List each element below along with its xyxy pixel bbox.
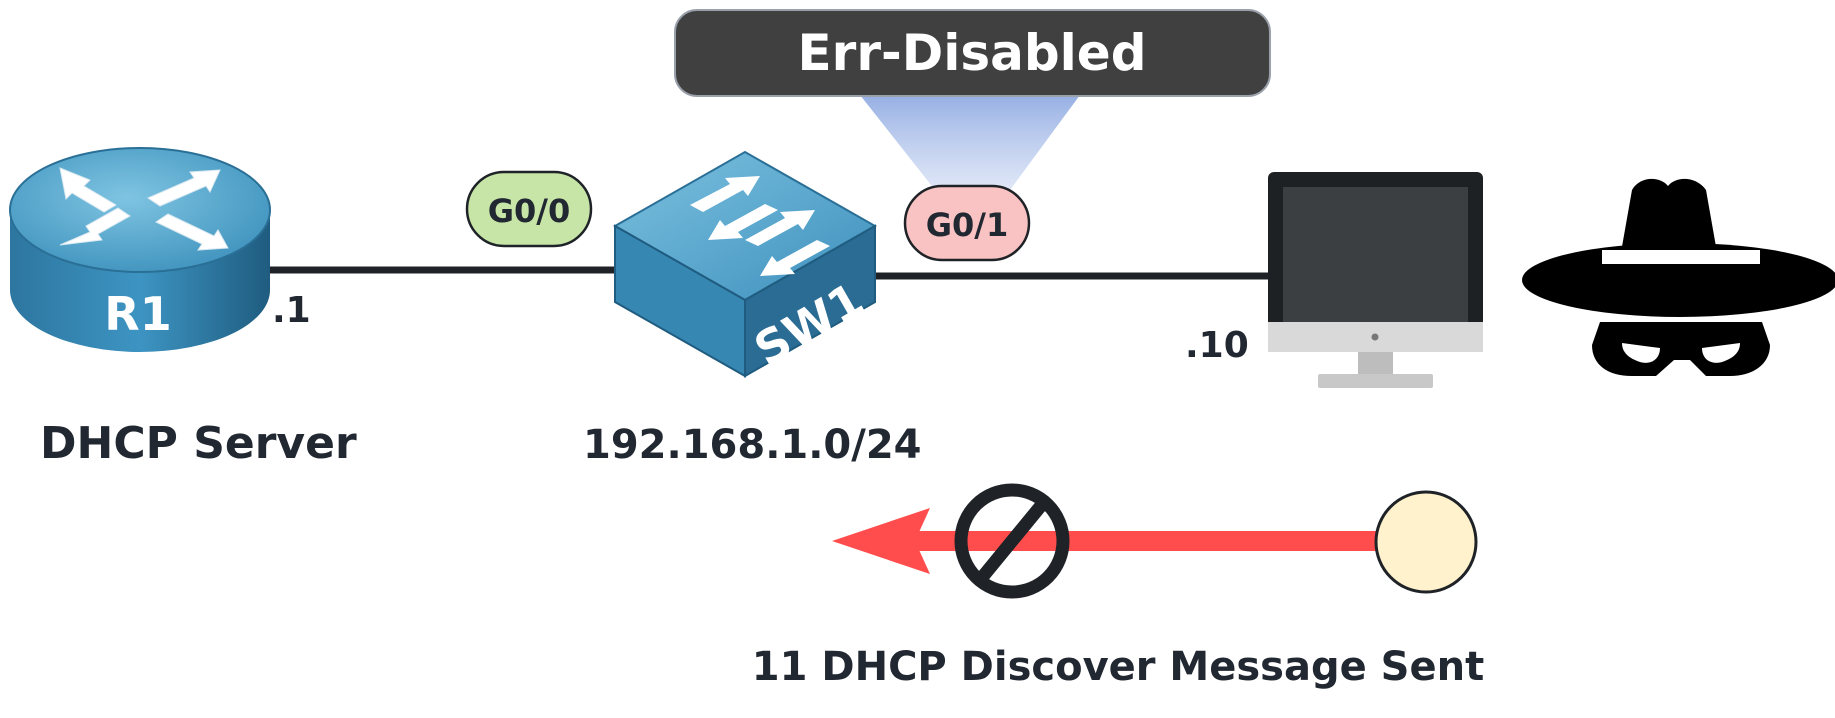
computer-icon [1268,172,1483,388]
port-g0-0-badge: G0/0 [465,170,593,248]
switch-arrows-icon [690,176,830,276]
blocked-icon [954,483,1070,599]
router-r1: R1 [9,147,271,352]
switch-sw1: SW1 [612,150,878,378]
subnet-label: 192.168.1.0/24 [583,422,922,468]
status-banner-label: Err-Disabled [798,24,1147,82]
port-g0-0-label: G0/0 [488,192,570,230]
router-name: R1 [104,287,171,341]
spy-icon [1522,178,1835,376]
host-ip-label: .10 [1185,325,1249,366]
message-caption: 11 DHCP Discover Message Sent [752,644,1484,690]
dhcp-packet [1374,490,1478,594]
status-banner: Err-Disabled [674,9,1271,97]
router-arrows-icon [59,167,229,251]
port-g0-1-label: G0/1 [926,206,1008,244]
status-beam [860,95,1080,190]
port-g0-1-badge: G0/1 [903,184,1031,262]
router-ip-label: .1 [272,290,311,331]
router-role-label: DHCP Server [40,418,357,469]
dhcp-message-arrow [832,508,1390,574]
